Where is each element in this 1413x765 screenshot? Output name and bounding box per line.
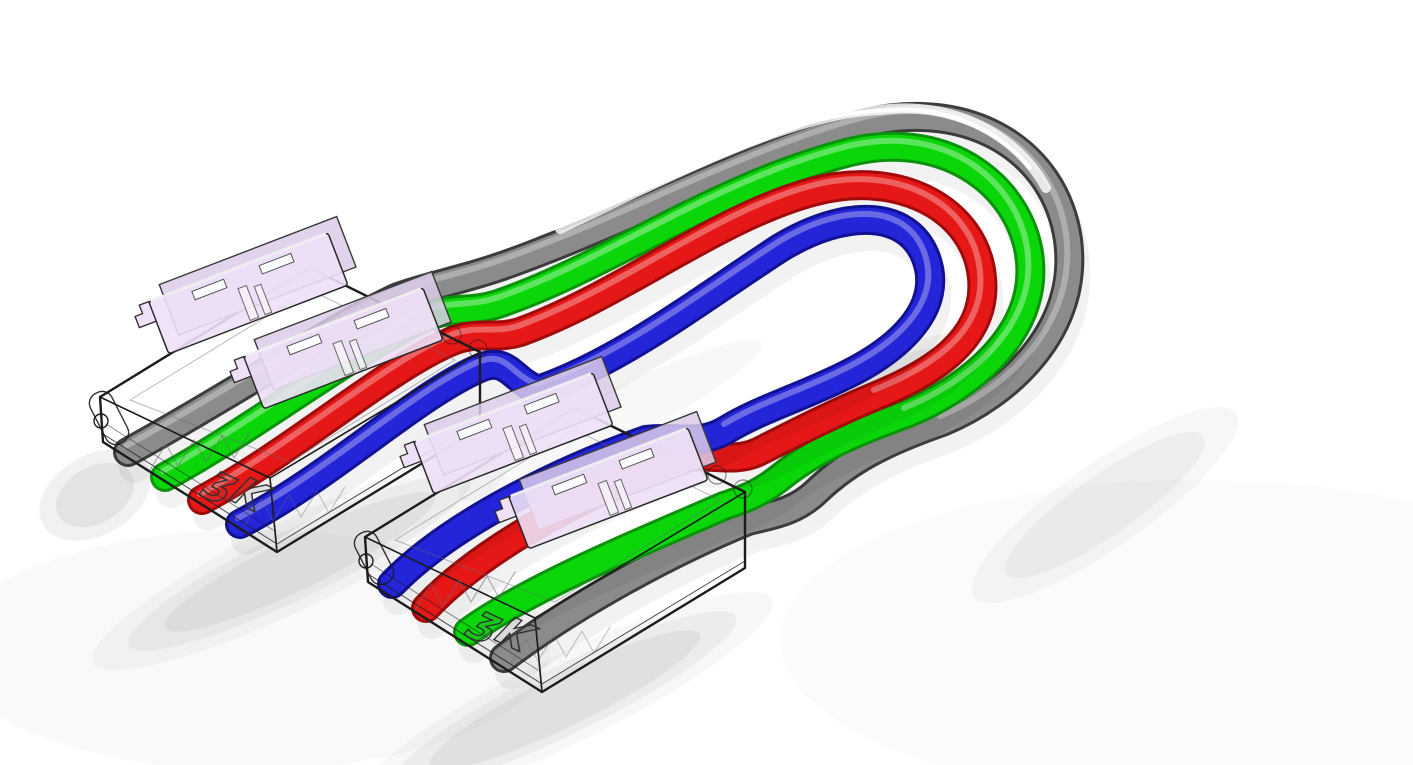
shadow-blur bbox=[429, 630, 701, 765]
wire-red-sheen bbox=[197, 176, 984, 497]
shadow-blur bbox=[92, 453, 508, 671]
clamp-post bbox=[237, 284, 260, 322]
shadow-blur bbox=[164, 492, 436, 632]
base-plate-edge bbox=[105, 423, 274, 531]
right-connector-shadow bbox=[357, 591, 773, 765]
clamp-teeth-zigzag bbox=[149, 431, 251, 471]
shadow-blur bbox=[56, 462, 134, 528]
shadow-blur bbox=[393, 611, 737, 765]
left-tip-shadow bbox=[39, 449, 151, 541]
shadow-layer bbox=[0, 332, 1413, 765]
clamp-post bbox=[253, 283, 273, 316]
shadow-blur bbox=[128, 473, 472, 651]
left-connector-shadow bbox=[92, 453, 508, 671]
shadow-blur bbox=[357, 591, 773, 765]
comb-end-notch bbox=[134, 300, 158, 329]
tip-ear-hole bbox=[93, 413, 109, 429]
comb-row bbox=[134, 215, 357, 354]
floor-wash bbox=[0, 530, 550, 765]
wire-blue-sheen bbox=[235, 211, 932, 521]
entry-collar bbox=[442, 325, 462, 345]
shadow-blur bbox=[39, 449, 151, 541]
tip-pillar bbox=[88, 390, 130, 446]
inner-floor-outline bbox=[129, 289, 456, 463]
shadow-blur bbox=[1005, 431, 1205, 579]
comb-slot bbox=[191, 278, 228, 301]
floor-wash bbox=[780, 480, 1413, 765]
shadow-blur bbox=[971, 406, 1239, 604]
clamp-teeth-zigzag bbox=[244, 486, 346, 526]
wire-black-specular-hot bbox=[638, 107, 1032, 192]
comb-slot bbox=[258, 252, 295, 275]
comb-top-bevel bbox=[150, 232, 327, 303]
loop-outer-shadow bbox=[971, 406, 1239, 604]
entry-collar bbox=[468, 339, 488, 359]
